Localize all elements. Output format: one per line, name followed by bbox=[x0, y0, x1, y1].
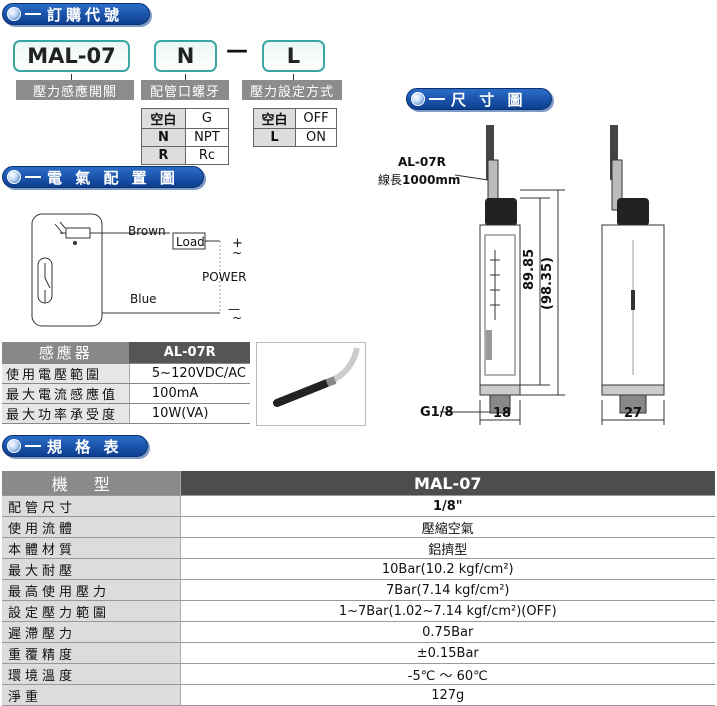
table-row: 感應器 AL-07R bbox=[2, 342, 250, 364]
load-label: Load bbox=[176, 235, 205, 249]
wiring-header: 電 氣 配 置 圖 bbox=[2, 166, 204, 188]
model-code-box: MAL-07 bbox=[13, 40, 130, 72]
setting-label: 壓力設定方式 bbox=[242, 80, 342, 100]
bullet-icon bbox=[411, 92, 425, 106]
dim-model-label: AL-07R bbox=[398, 155, 446, 169]
dimension-drawing bbox=[440, 125, 665, 425]
wiring-diagram bbox=[31, 213, 221, 327]
table-row: 本體材質鋁擠型 bbox=[2, 537, 715, 559]
dim-height-1: 89.85 bbox=[522, 248, 537, 290]
wiring-title: 電 氣 配 置 圖 bbox=[47, 168, 179, 187]
bullet-icon bbox=[7, 7, 21, 21]
model-label: 壓力感應開關 bbox=[16, 80, 134, 100]
power-label: POWER bbox=[202, 270, 247, 284]
spec-header: 規 格 表 bbox=[2, 435, 148, 457]
table-row: 環境溫度-5℃ ～ 60℃ bbox=[2, 663, 715, 685]
tilde-bottom: ~ bbox=[232, 311, 243, 325]
dim-height-2: (98.35) bbox=[540, 256, 555, 310]
plus-sign: + bbox=[232, 236, 243, 251]
spec-title: 規 格 表 bbox=[47, 437, 123, 456]
tilde-top: ~ bbox=[232, 246, 243, 260]
brown-wire-label: Brown bbox=[128, 224, 166, 238]
port-label: 配管口螺牙 bbox=[141, 80, 229, 100]
bullet-icon bbox=[7, 170, 21, 184]
dim-width-side: 27 bbox=[624, 406, 643, 421]
dim-wire-length: 線長1000mm bbox=[378, 173, 461, 187]
table-row: 使用流體壓縮空氣 bbox=[2, 516, 715, 538]
dimension-header: 尺 寸 圖 bbox=[406, 88, 552, 110]
dim-width-front: 18 bbox=[493, 406, 512, 421]
bullet-icon bbox=[7, 439, 21, 453]
dim-thread: G1/8 bbox=[420, 405, 454, 420]
table-row: 機型 MAL-07 bbox=[2, 471, 715, 496]
code-separator: — bbox=[226, 38, 248, 63]
order-code-header: 訂購代號 bbox=[2, 3, 150, 25]
port-code-box: N bbox=[154, 40, 217, 72]
order-code-title: 訂購代號 bbox=[47, 5, 124, 24]
minus-sign: — bbox=[228, 302, 240, 316]
table-row: 重覆精度±0.15Bar bbox=[2, 642, 715, 664]
dimension-title: 尺 寸 圖 bbox=[451, 90, 527, 109]
setting-code-box: L bbox=[262, 40, 325, 72]
sensor-image bbox=[256, 342, 366, 426]
blue-wire-label: Blue bbox=[130, 292, 157, 306]
